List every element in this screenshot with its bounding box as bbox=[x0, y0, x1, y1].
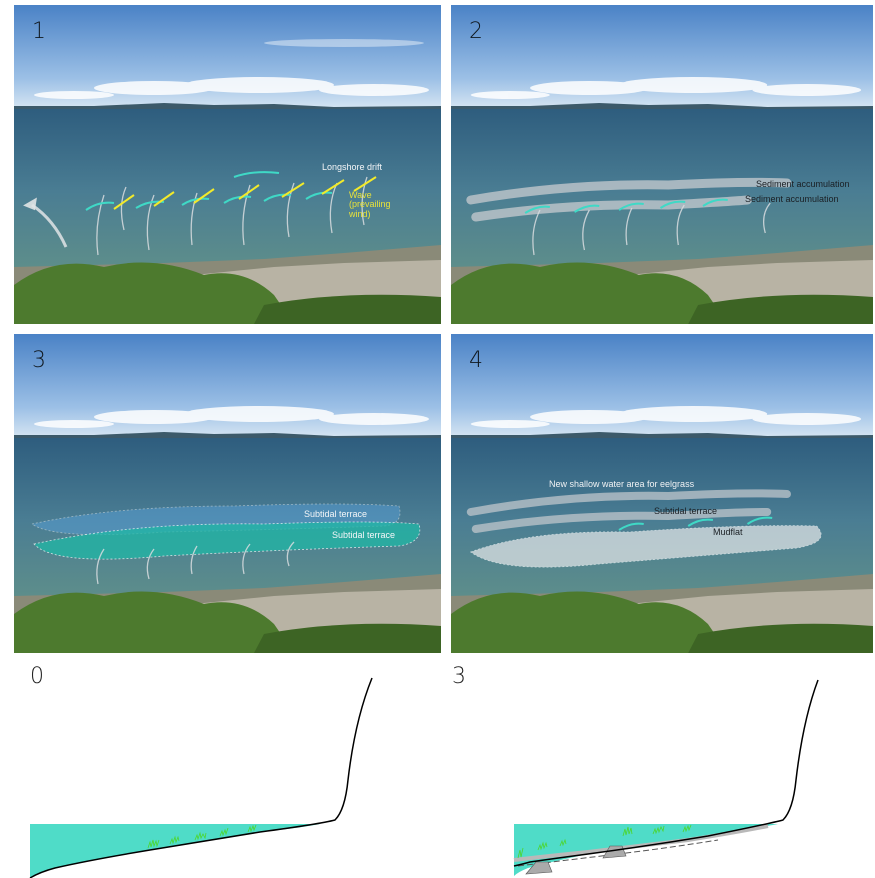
cross-section-3: 3 bbox=[438, 660, 875, 878]
panel-number: 3 bbox=[32, 348, 46, 373]
photo-panel-1: 1 Longshore drift Wave (prevailing wind) bbox=[14, 5, 441, 324]
subtidal-terrace-label: Subtidal terrace bbox=[654, 506, 718, 516]
photo-panel-4: 4 New shallow water area for eelgrass Su… bbox=[451, 334, 873, 653]
shore-profile-3 bbox=[513, 679, 819, 876]
shoreline-photo bbox=[451, 5, 873, 324]
shoreline-photo bbox=[451, 334, 873, 653]
section-number: 3 bbox=[452, 664, 466, 689]
cross-section-0: 0 bbox=[0, 660, 437, 878]
panel-number: 1 bbox=[32, 19, 46, 44]
sediment-accumulation-label-2: Sediment accumulation bbox=[745, 194, 839, 204]
shore-profile-0 bbox=[29, 677, 373, 878]
sediment-accumulation-label-1: Sediment accumulation bbox=[756, 179, 850, 189]
photo-panel-3: 3 Subtidal terrace Subtidal terrace bbox=[14, 334, 441, 653]
shoreline-photo bbox=[14, 5, 441, 324]
mudflat-label: Mudflat bbox=[713, 527, 743, 537]
eelgrass-area-label: New shallow water area for eelgrass bbox=[549, 479, 695, 489]
panel-number: 2 bbox=[469, 19, 483, 44]
subtidal-terrace-label-2: Subtidal terrace bbox=[332, 530, 396, 540]
photo-panel-2: 2 Sediment accumulation Sediment accumul… bbox=[451, 5, 873, 324]
section-number: 0 bbox=[30, 664, 44, 689]
subtidal-terrace-label-1: Subtidal terrace bbox=[304, 509, 368, 519]
shoreline-photo bbox=[14, 334, 441, 653]
longshore-drift-label: Longshore drift bbox=[322, 162, 383, 172]
overlay-arrows-1 bbox=[23, 171, 377, 256]
wave-label: Wave (prevailing wind) bbox=[349, 190, 391, 219]
panel-number: 4 bbox=[469, 348, 483, 373]
